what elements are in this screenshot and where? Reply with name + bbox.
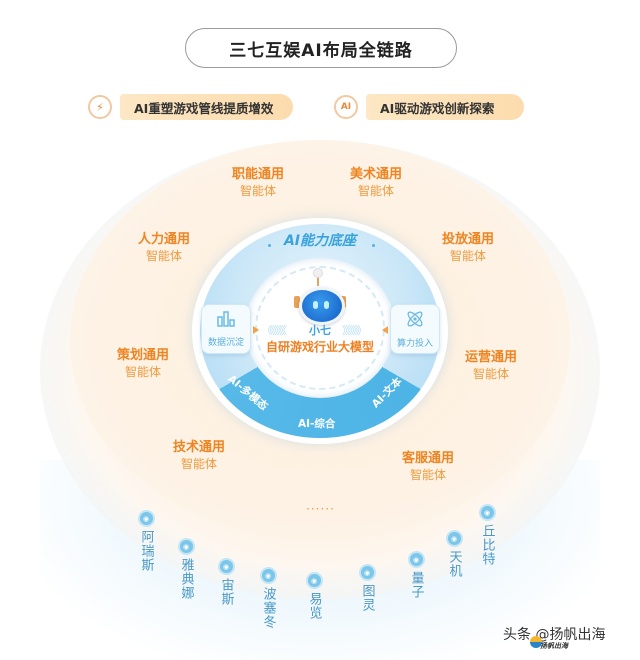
product-name: 雅典娜 — [178, 558, 194, 600]
robot-antenna-ball — [313, 268, 323, 278]
agent-operations: 运营通用 智能体 — [451, 350, 531, 382]
data-accumulation-box: 数据沉淀 — [201, 304, 251, 354]
tag-label: AI重塑游戏管线提质增效 — [120, 94, 294, 120]
product-athena: ◉ 雅典娜 — [177, 538, 195, 600]
product-zeus: ◉ 宙斯 — [217, 558, 235, 606]
tag-label: AI驱动游戏创新探索 — [366, 94, 525, 120]
product-icon: ◉ — [445, 530, 463, 547]
box-label: 数据沉淀 — [207, 337, 244, 348]
product-name: 量子 — [408, 571, 424, 599]
agent-name: 运营通用 — [464, 350, 517, 365]
product-cupid: ◉ 丘比特 — [478, 504, 496, 566]
product-poseidon: ◉ 波塞冬 — [259, 567, 277, 629]
agent-name: 职能通用 — [231, 167, 284, 182]
agent-hr: 人力通用 智能体 — [124, 232, 204, 264]
agent-suffix: 智能体 — [180, 457, 217, 471]
agent-suffix: 智能体 — [472, 367, 509, 381]
agent-suffix: 智能体 — [124, 365, 161, 379]
arrow-right-icon — [253, 326, 259, 334]
product-turing: ◉ 图灵 — [358, 564, 376, 612]
agent-suffix: 智能体 — [239, 184, 276, 198]
agent-suffix: 智能体 — [145, 249, 182, 263]
agent-suffix: 智能体 — [357, 184, 394, 198]
agent-name: 人力通用 — [137, 232, 190, 247]
model-title: 自研游戏行业大模型 — [265, 340, 374, 354]
product-name: 易览 — [306, 592, 322, 620]
agent-name: 投放通用 — [441, 232, 494, 247]
product-icon: ◉ — [177, 538, 195, 555]
ring-dot — [268, 244, 271, 247]
agent-functional: 职能通用 智能体 — [218, 167, 298, 199]
agent-customer-service: 客服通用 智能体 — [388, 451, 468, 483]
agent-name: 美术通用 — [349, 167, 402, 182]
robot-eye — [313, 301, 318, 309]
product-icon: ◉ — [478, 504, 496, 521]
agent-planning: 策划通用 智能体 — [103, 348, 183, 380]
ring-label-general: AI-综合 — [298, 418, 336, 430]
lightning-icon: ⚡ — [88, 95, 112, 119]
robot-eye — [324, 301, 329, 309]
product-name: 丘比特 — [479, 524, 495, 566]
arrow-left-icon — [382, 326, 388, 334]
product-name: 波塞冬 — [260, 587, 276, 629]
agent-art: 美术通用 智能体 — [336, 167, 416, 199]
product-name: 宙斯 — [218, 578, 234, 606]
product-icon: ◉ — [137, 510, 155, 527]
robot-antenna — [317, 272, 319, 286]
bar-chart-icon — [216, 310, 236, 331]
tag-innovation: AI AI驱动游戏创新探索 — [334, 93, 525, 121]
watermark-logo-text: 扬帆出海 — [540, 642, 568, 650]
more-indicator: ······ — [306, 502, 335, 516]
agent-tech: 技术通用 智能体 — [159, 440, 239, 472]
product-ares: ◉ 阿瑞斯 — [137, 510, 155, 572]
product-name: 阿瑞斯 — [138, 530, 154, 572]
product-icon: ◉ — [217, 558, 235, 575]
mascot-name: 小七 — [309, 324, 331, 337]
agent-name: 客服通用 — [401, 451, 454, 466]
agent-suffix: 智能体 — [409, 468, 446, 482]
product-icon: ◉ — [407, 551, 425, 568]
chevrons-right-icon: 》》》》》 — [342, 324, 367, 337]
robot-ear-left — [294, 296, 300, 308]
agent-name: 策划通用 — [116, 348, 169, 363]
product-icon: ◉ — [259, 567, 277, 584]
tag-efficiency: ⚡ AI重塑游戏管线提质增效 — [88, 93, 294, 121]
product-icon: ◉ — [305, 572, 323, 589]
ai-base-title: AI能力底座 — [283, 233, 357, 249]
product-quantum: ◉ 量子 — [407, 551, 425, 599]
agent-name: 技术通用 — [172, 440, 225, 455]
product-name: 天机 — [446, 550, 462, 578]
watermark: 头条 @扬帆出海 — [503, 627, 606, 643]
ring-dot — [372, 244, 375, 247]
page-title: 三七互娱AI布局全链路 — [185, 28, 457, 68]
atom-icon — [405, 310, 425, 332]
chevrons-left-icon: 《《《《《 — [262, 324, 287, 337]
ai-icon: AI — [334, 95, 358, 119]
box-label: 算力投入 — [396, 338, 433, 349]
product-tianji: ◉ 天机 — [445, 530, 463, 578]
agent-suffix: 智能体 — [449, 249, 486, 263]
product-icon: ◉ — [358, 564, 376, 581]
robot-mascot-icon — [299, 287, 345, 325]
product-name: 图灵 — [359, 584, 375, 612]
agent-ads: 投放通用 智能体 — [428, 232, 508, 264]
compute-investment-box: 算力投入 — [390, 304, 440, 354]
watermark-logo-icon — [530, 636, 542, 648]
product-yilan: ◉ 易览 — [305, 572, 323, 620]
